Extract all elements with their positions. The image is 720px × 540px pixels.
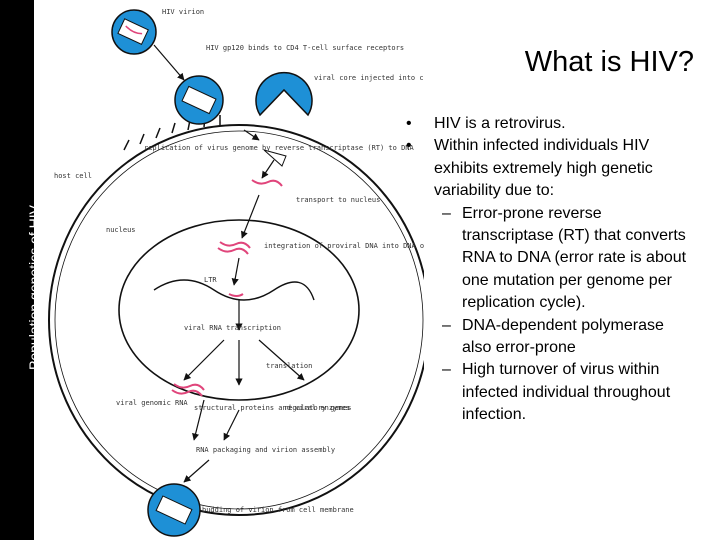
host-cell-inner bbox=[54, 130, 424, 510]
virion-fusing bbox=[255, 71, 313, 167]
bullet-item: • Within infected individuals HIV exhibit… bbox=[404, 135, 696, 202]
sub-bullet-item: –Error-prone reverse transcriptase (RT) … bbox=[404, 203, 696, 315]
bullet-item: • HIV is a retrovirus. bbox=[404, 113, 696, 135]
label-host-cell: host cell bbox=[54, 172, 92, 180]
bullet-text: HIV is a retrovirus. bbox=[434, 115, 566, 132]
slide-title: What is HIV? bbox=[524, 46, 694, 78]
sub-bullet-item: –High turnover of virus within infected … bbox=[404, 359, 696, 426]
label-budding: budding of virion from cell membrane bbox=[202, 506, 354, 514]
label-mrna: viral RNA transcription bbox=[184, 324, 281, 332]
bullet-marker: • bbox=[406, 115, 412, 132]
sub-bullet-marker: – bbox=[442, 204, 451, 222]
sub-bullet-text: DNA-dependent polymerase also error-pron… bbox=[462, 316, 664, 357]
host-dna bbox=[153, 279, 315, 301]
rna-strands bbox=[171, 179, 283, 397]
hiv-lifecycle-diagram: HIV virion HIV gp120 binds to CD4 T-cell… bbox=[48, 8, 424, 537]
label-translation: translation bbox=[266, 362, 312, 370]
bullet-text: Within infected individuals HIV exhibits… bbox=[434, 137, 653, 200]
label-hiv-virion: HIV virion bbox=[162, 8, 204, 16]
bullet-list: • HIV is a retrovirus. • Within infected i… bbox=[404, 113, 696, 427]
bullet-marker: • bbox=[406, 137, 412, 155]
flow-arrows bbox=[153, 44, 305, 483]
virion-top bbox=[111, 9, 157, 55]
sub-bullet-text: Error-prone reverse transcriptase (RT) t… bbox=[462, 204, 687, 312]
label-packaging: RNA packaging and virion assembly bbox=[196, 446, 335, 454]
virion-budding bbox=[147, 483, 201, 537]
label-viral-genomic: viral genomic RNA bbox=[116, 399, 188, 407]
sub-bullet-item: –DNA-dependent polymerase also error-pro… bbox=[404, 315, 696, 360]
label-ltr: LTR bbox=[204, 276, 217, 284]
label-binding: HIV gp120 binds to CD4 T-cell surface re… bbox=[206, 44, 404, 52]
label-rt: replication of virus genome by reverse t… bbox=[144, 144, 415, 152]
sub-bullet-text: High turnover of virus within infected i… bbox=[462, 361, 671, 424]
sidebar-bar bbox=[0, 0, 34, 540]
sub-bullet-marker: – bbox=[442, 316, 451, 334]
label-transport: transport to nucleus bbox=[296, 196, 380, 204]
label-virion-core: viral core injected into cell bbox=[314, 74, 424, 82]
label-nucleus: nucleus bbox=[106, 226, 136, 234]
virion-binding bbox=[174, 75, 224, 125]
label-integration: integration of proviral DNA into DNA of … bbox=[264, 242, 424, 250]
sub-bullet-marker: – bbox=[442, 361, 451, 379]
label-structural: structural proteins and viral enzymes bbox=[194, 404, 350, 412]
label-regulatory: regulatory genes bbox=[284, 404, 351, 412]
nucleus bbox=[118, 219, 360, 401]
host-cell-membrane bbox=[48, 124, 424, 516]
